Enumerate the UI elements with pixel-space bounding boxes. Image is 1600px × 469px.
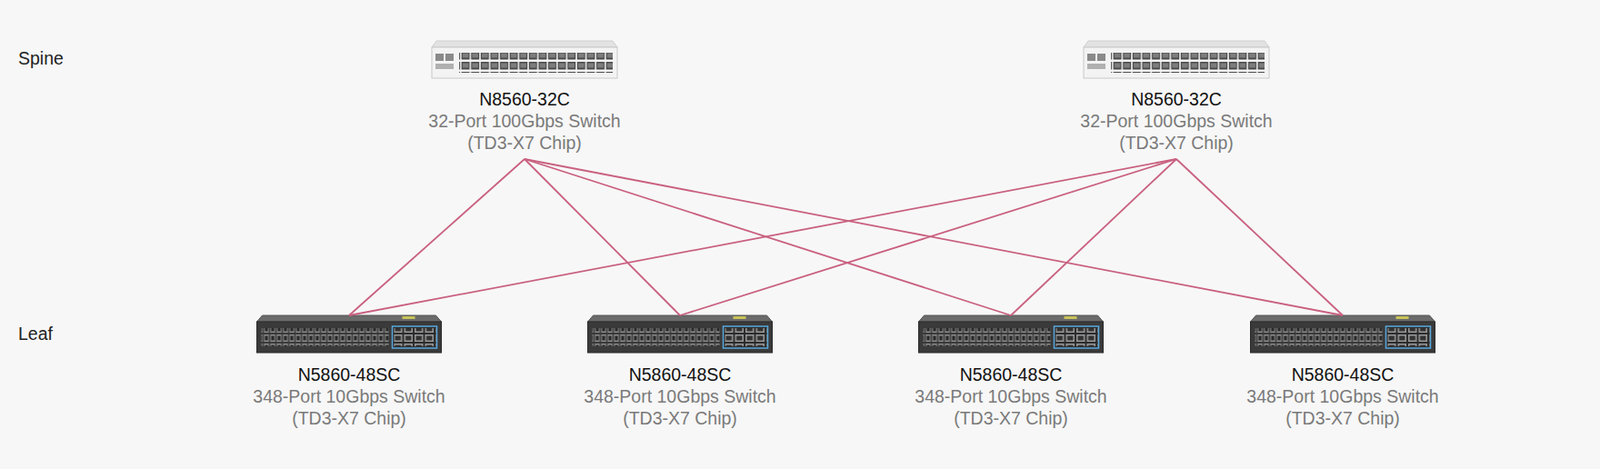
switch-description: 348-Port 10Gbps Switch (TD3-X7 Chip) bbox=[561, 385, 799, 430]
model-name: N8560-32C bbox=[406, 88, 643, 110]
leaf-switch-symbol bbox=[919, 315, 1104, 353]
spine-switch-symbol bbox=[1083, 40, 1270, 79]
uplink-connector bbox=[349, 159, 525, 316]
uplink-connector bbox=[1176, 159, 1343, 316]
tier-label: Spine bbox=[18, 47, 64, 70]
spine-switch: N8560-32C32-Port 100Gbps Switch (TD3-X7 … bbox=[1058, 40, 1295, 160]
tier-label: Leaf bbox=[18, 322, 53, 345]
uplink-connector bbox=[349, 159, 1177, 316]
uplink-connector bbox=[1010, 159, 1177, 316]
uplink-connector bbox=[680, 159, 1177, 316]
switch-description: 348-Port 10Gbps Switch (TD3-X7 Chip) bbox=[892, 385, 1130, 430]
model-name: N8560-32C bbox=[1058, 88, 1295, 110]
leaf-switch-symbol bbox=[257, 315, 442, 353]
switch-description: 32-Port 100Gbps Switch (TD3-X7 Chip) bbox=[406, 110, 643, 154]
model-name: N5860-48SC bbox=[892, 363, 1130, 386]
leaf-switch: N5860-48SC348-Port 10Gbps Switch (TD3-X7… bbox=[230, 315, 468, 435]
spine-switch-symbol bbox=[431, 40, 618, 79]
leaf-switch: N5860-48SC348-Port 10Gbps Switch (TD3-X7… bbox=[561, 315, 799, 435]
leaf-switch-symbol bbox=[588, 315, 773, 353]
uplink-connector bbox=[524, 159, 1343, 316]
model-name: N5860-48SC bbox=[1224, 363, 1461, 386]
leaf-switch: N5860-48SC348-Port 10Gbps Switch (TD3-X7… bbox=[1224, 315, 1461, 435]
leaf-switch: N5860-48SC348-Port 10Gbps Switch (TD3-X7… bbox=[892, 315, 1130, 435]
switch-description: 348-Port 10Gbps Switch (TD3-X7 Chip) bbox=[1224, 385, 1461, 430]
spine-switch: N8560-32C32-Port 100Gbps Switch (TD3-X7 … bbox=[406, 40, 643, 160]
switch-description: 348-Port 10Gbps Switch (TD3-X7 Chip) bbox=[230, 385, 468, 430]
uplink-connector bbox=[524, 159, 680, 316]
model-name: N5860-48SC bbox=[230, 363, 468, 386]
switch-description: 32-Port 100Gbps Switch (TD3-X7 Chip) bbox=[1058, 110, 1295, 154]
model-name: N5860-48SC bbox=[561, 363, 799, 386]
leaf-switch-symbol bbox=[1250, 315, 1436, 353]
